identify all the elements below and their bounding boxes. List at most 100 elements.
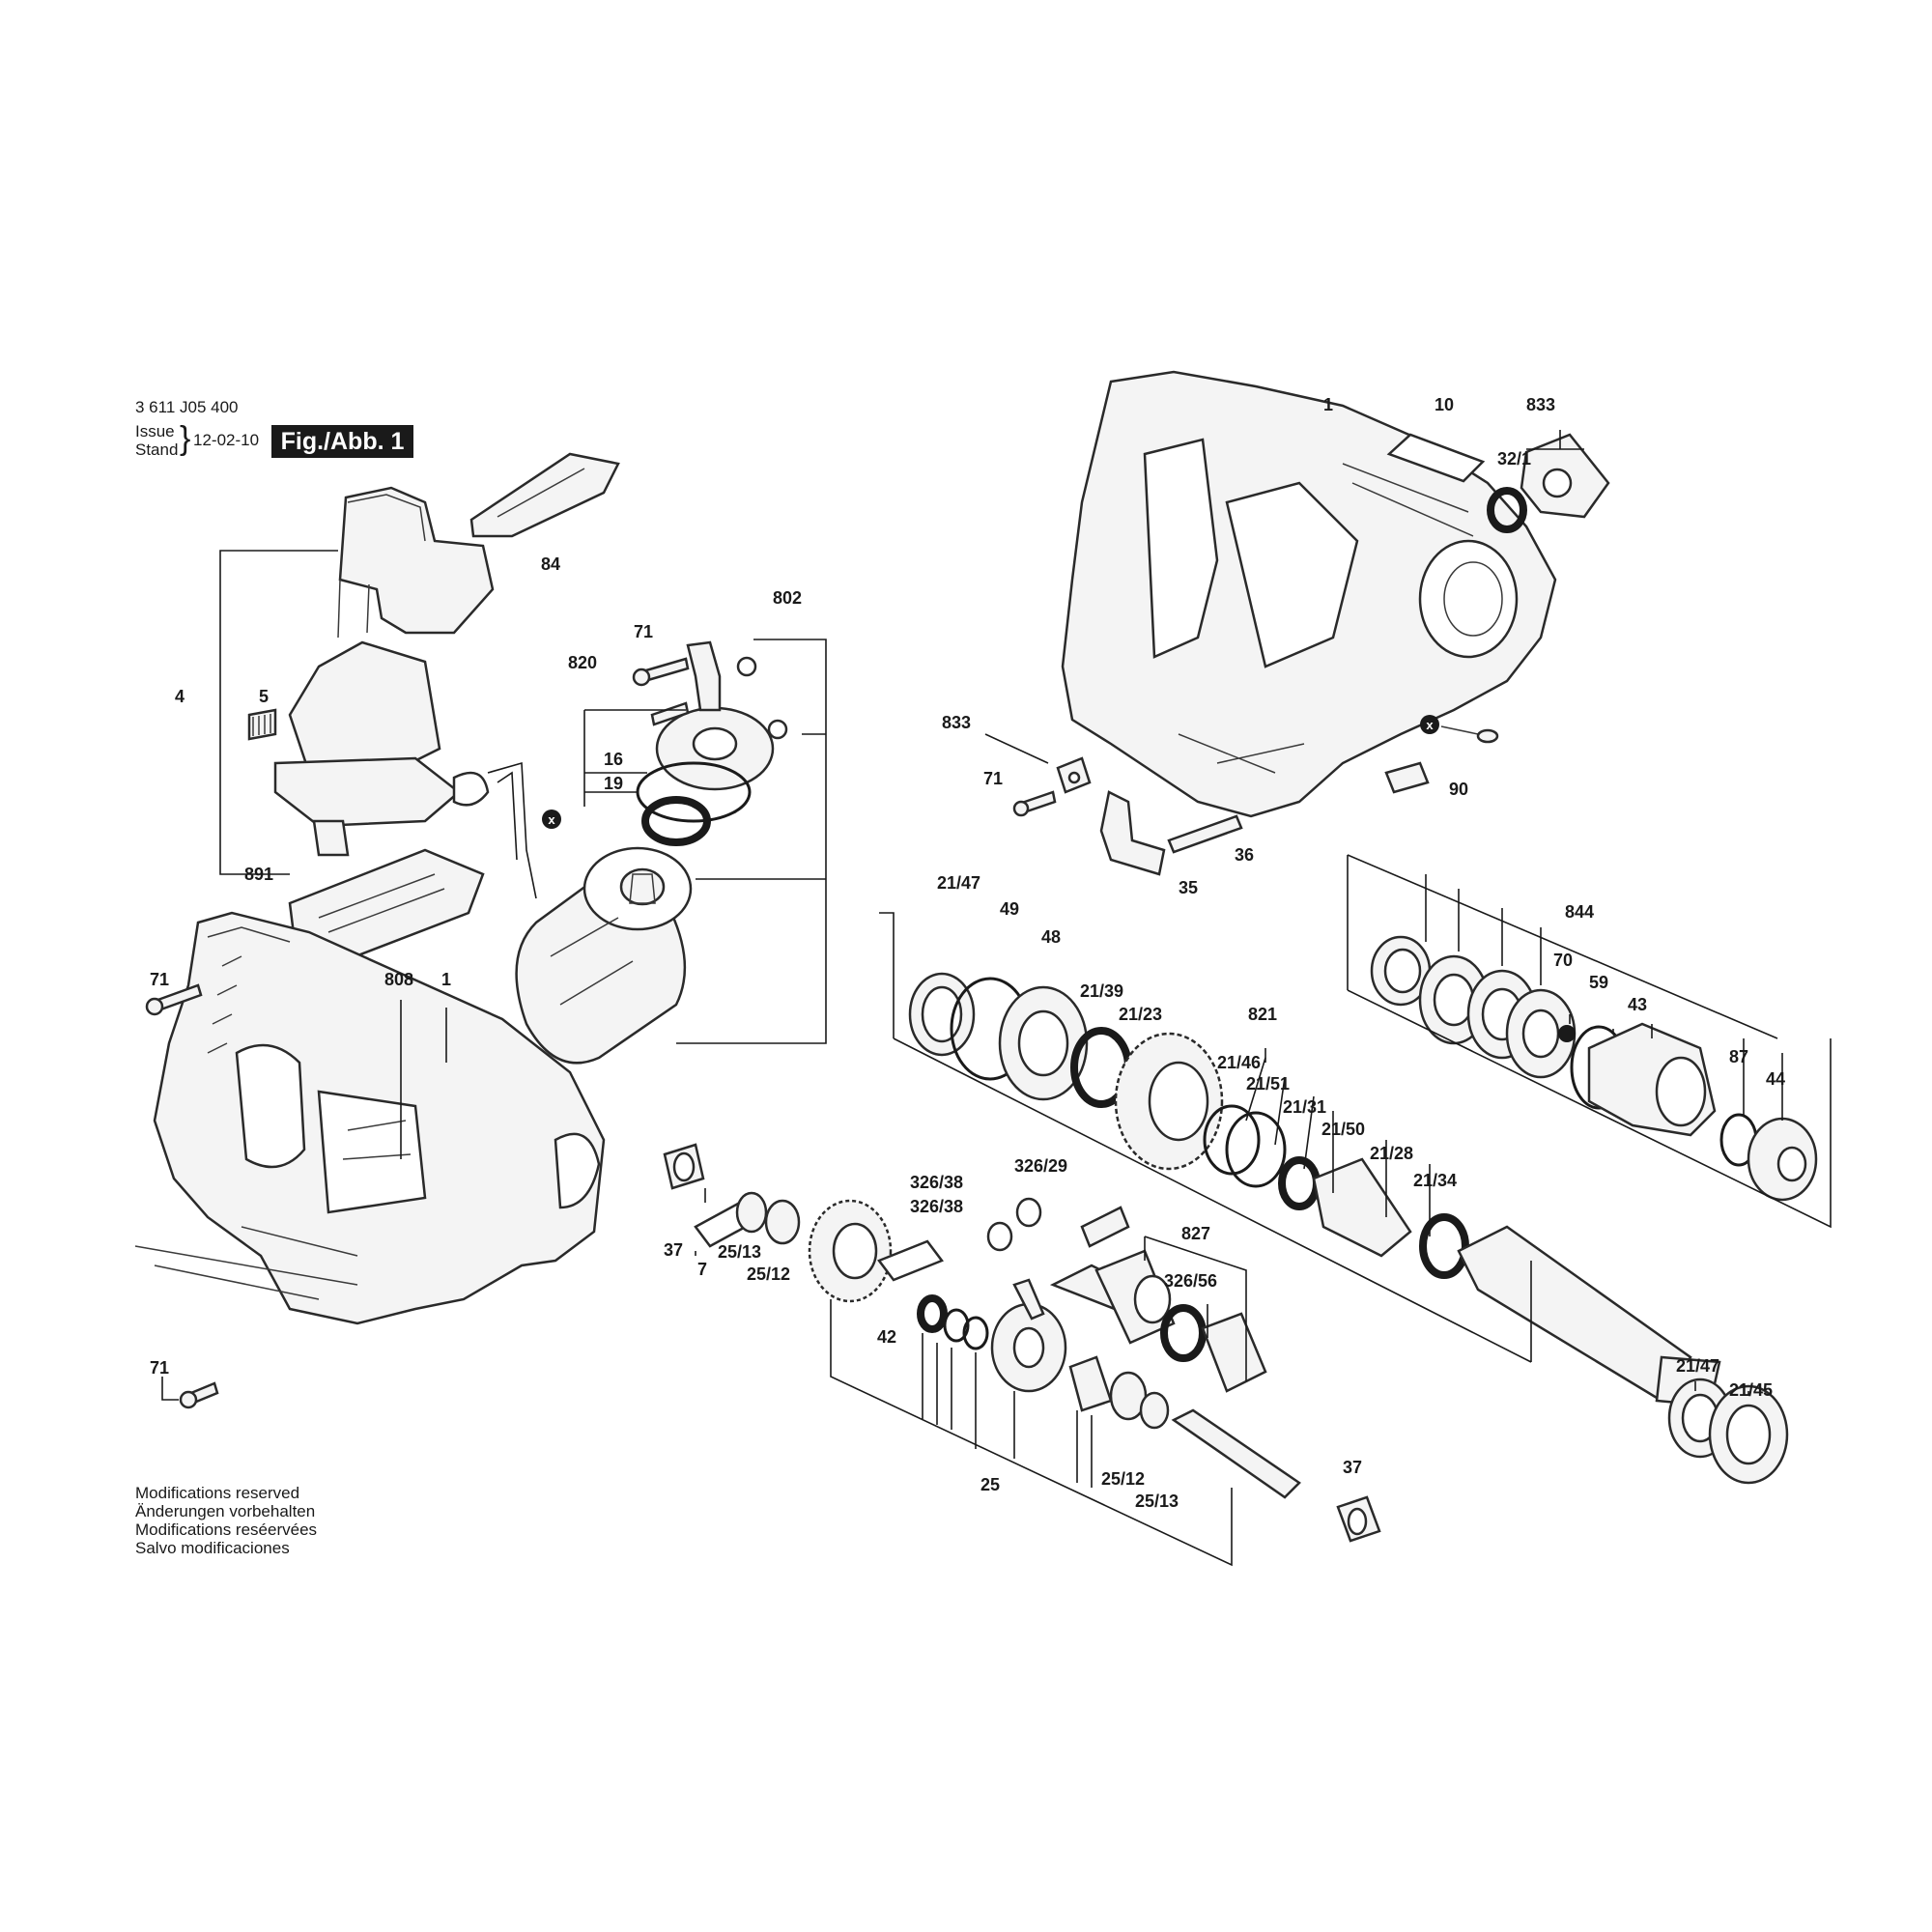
callout-71-upper: 71 xyxy=(983,769,1003,788)
callout-21-23: 21/23 xyxy=(1119,1005,1162,1024)
callout-19: 19 xyxy=(604,774,623,793)
ball-70 xyxy=(1558,1025,1576,1042)
washer-326-38-a xyxy=(1015,1197,1042,1228)
cap-44 xyxy=(1747,1117,1818,1202)
callout-labels: 84 4 5 891 71 820 16 19 802 71 808 1 71 … xyxy=(150,395,1785,1511)
callout-808: 808 xyxy=(384,970,413,989)
callout-326-38-b: 326/38 xyxy=(910,1197,963,1216)
callout-21-47-right: 21/47 xyxy=(1676,1356,1719,1376)
needle-bearing-37-left xyxy=(663,1143,705,1190)
stand-label: Stand xyxy=(135,440,179,459)
callout-5: 5 xyxy=(259,687,269,706)
label-plate-10 xyxy=(1386,433,1486,483)
motor-flange-802 xyxy=(655,640,788,791)
callout-25-13-left: 25/13 xyxy=(718,1242,761,1262)
piston-827 xyxy=(1201,1312,1267,1393)
part-21-31-circlip xyxy=(1278,1156,1321,1210)
issue-date: 12-02-10 xyxy=(193,431,260,449)
ring-32-1 xyxy=(1487,487,1527,533)
screw-71-motor xyxy=(632,657,690,726)
pin-326-29 xyxy=(1080,1206,1130,1248)
callout-21-46: 21/46 xyxy=(1217,1053,1261,1072)
bearing-sleeve xyxy=(1068,1355,1113,1412)
callout-21-51: 21/51 xyxy=(1246,1074,1290,1094)
washer-326-38-b xyxy=(986,1221,1013,1252)
wobble-bearing xyxy=(990,1278,1067,1393)
callout-21-39: 21/39 xyxy=(1080,981,1123,1001)
piston-sleeve xyxy=(1094,1249,1176,1345)
part-21-23-gear xyxy=(1114,1032,1224,1171)
part-90 xyxy=(1384,761,1430,794)
callout-7: 7 xyxy=(697,1260,707,1279)
callout-1-right: 1 xyxy=(1323,395,1333,414)
part-35-lever xyxy=(1099,790,1166,876)
note-french: Modifications reséervées xyxy=(135,1520,318,1539)
callout-21-31: 21/31 xyxy=(1283,1097,1326,1117)
callout-59: 59 xyxy=(1589,973,1608,992)
wire-x-marker: x xyxy=(542,810,561,829)
callout-833-right: 833 xyxy=(1526,395,1555,414)
document-number: 3 611 J05 400 xyxy=(135,398,239,416)
clip-833-left xyxy=(1056,756,1092,794)
callout-827: 827 xyxy=(1181,1224,1210,1243)
callout-802: 802 xyxy=(773,588,802,608)
issue-brace: } xyxy=(180,420,191,457)
callout-32-1: 32/1 xyxy=(1497,449,1531,469)
callout-42: 42 xyxy=(877,1327,896,1347)
callout-891: 891 xyxy=(244,865,273,884)
washer-25-13-left xyxy=(735,1191,768,1234)
callout-70: 70 xyxy=(1553,951,1573,970)
callout-844: 844 xyxy=(1565,902,1594,922)
ring-19 xyxy=(641,796,711,846)
callout-833-left: 833 xyxy=(942,713,971,732)
callout-10: 10 xyxy=(1435,395,1454,414)
callout-43: 43 xyxy=(1628,995,1647,1014)
housing-shell-right xyxy=(1061,370,1557,818)
modifications-notes: Modifications reserved Änderungen vorbeh… xyxy=(135,1484,317,1557)
spring-clip-42 xyxy=(877,1239,944,1282)
callout-36: 36 xyxy=(1235,845,1254,865)
intermediate-shaft xyxy=(1171,1408,1301,1499)
callout-820: 820 xyxy=(568,653,597,672)
screw-71-housing-bottom xyxy=(179,1381,219,1409)
x-marker-label-2: x xyxy=(1426,718,1434,732)
switch-assembly xyxy=(273,486,537,899)
part-21-34-ring xyxy=(1419,1213,1469,1279)
seal-21-45 xyxy=(1708,1384,1789,1485)
callout-1-left: 1 xyxy=(441,970,451,989)
issue-label: Issue xyxy=(135,422,175,440)
chuck-seal-1 xyxy=(1370,935,1432,1007)
callout-4: 4 xyxy=(175,687,185,706)
housing-shell-left xyxy=(134,911,606,1325)
part-21-28-spindle xyxy=(1457,1225,1721,1407)
callout-326-29: 326/29 xyxy=(1014,1156,1067,1176)
ring-small-2 xyxy=(943,1308,970,1343)
callout-48: 48 xyxy=(1041,927,1061,947)
cover-833-right xyxy=(1520,433,1610,519)
callout-44: 44 xyxy=(1766,1069,1785,1089)
callout-21-47-left: 21/47 xyxy=(937,873,980,893)
connector-x: x xyxy=(1420,715,1499,744)
callout-21-45: 21/45 xyxy=(1729,1380,1773,1400)
part-21-46-ring xyxy=(1203,1104,1261,1176)
callout-25: 25 xyxy=(980,1475,1000,1494)
callout-71-housing-top: 71 xyxy=(150,970,169,989)
washer-25-13-right xyxy=(1139,1391,1170,1430)
figure-label: Fig./Abb. 1 xyxy=(271,425,413,458)
callout-37-right: 37 xyxy=(1343,1458,1362,1477)
callout-326-56: 326/56 xyxy=(1164,1271,1217,1291)
note-spanish: Salvo modificaciones xyxy=(135,1539,290,1557)
callout-37-left: 37 xyxy=(664,1240,683,1260)
callout-821: 821 xyxy=(1248,1005,1277,1024)
callout-71-housing-bottom: 71 xyxy=(150,1358,169,1378)
part-5-spring xyxy=(247,708,277,741)
callout-87: 87 xyxy=(1729,1047,1748,1066)
washer-25-12-left xyxy=(764,1199,801,1245)
note-german: Änderungen vorbehalten xyxy=(135,1502,316,1520)
part-48-plate xyxy=(998,985,1089,1101)
x-marker-label: x xyxy=(548,812,555,827)
callout-21-34: 21/34 xyxy=(1413,1171,1457,1190)
part-36-pin xyxy=(1167,814,1243,854)
needle-bearing-37-right xyxy=(1336,1495,1381,1543)
